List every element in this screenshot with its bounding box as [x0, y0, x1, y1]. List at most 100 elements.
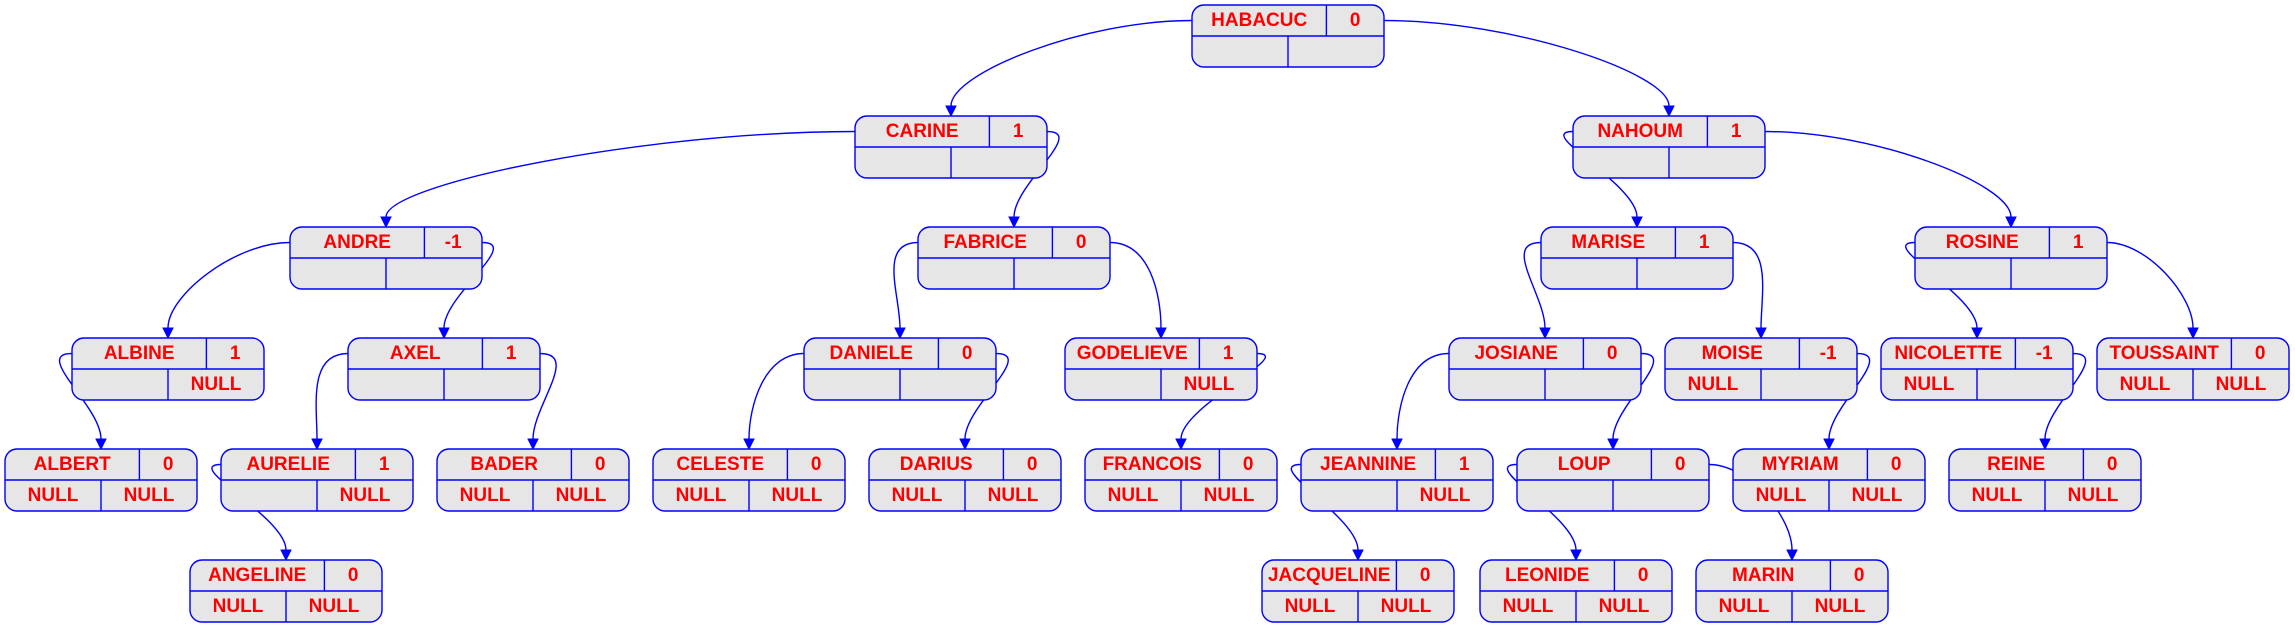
node-balance: 0 [1854, 565, 1865, 586]
node-name: NAHOUM [1597, 121, 1683, 142]
node-right-pointer: NULL [340, 485, 391, 506]
edge-carine-andre [385, 130, 856, 218]
node-balance: 0 [2107, 454, 2118, 475]
tree-node-andre: ANDRE -1 [289, 226, 483, 290]
arrowhead-icon [1607, 438, 1619, 451]
node-balance: 1 [1699, 232, 1710, 253]
node-balance: -1 [2036, 343, 2053, 364]
edge-axel-bader [532, 352, 557, 440]
node-left-pointer: NULL [892, 485, 943, 506]
node-left-pointer: NULL [2120, 374, 2171, 395]
arrowhead-icon [2039, 438, 2051, 451]
arrowhead-icon [1971, 327, 1983, 340]
node-balance: -1 [1820, 343, 1837, 364]
node-name: HABACUC [1211, 10, 1307, 31]
edge-marise-josiane [1523, 241, 1546, 329]
edge-fabrice-daniele [893, 241, 919, 329]
node-right-pointer: NULL [1204, 485, 1255, 506]
node-right-pointer: NULL [2216, 374, 2267, 395]
node-left-pointer: NULL [28, 485, 79, 506]
edge-moise-myriam [1828, 352, 1871, 440]
tree-node-rosine: ROSINE 1 [1914, 226, 2108, 290]
arrowhead-icon [1539, 327, 1551, 340]
arrowhead-icon [1631, 216, 1643, 229]
node-right-pointer: NULL [191, 374, 242, 395]
node-balance: 0 [811, 454, 822, 475]
node-name: LEONIDE [1505, 565, 1589, 586]
arrowhead-icon [95, 438, 107, 451]
edge-habacuc-carine [950, 19, 1193, 107]
edge-nahoum-rosine [1764, 130, 2012, 218]
node-balance: 0 [1350, 10, 1361, 31]
arrowhead-icon [1786, 549, 1798, 562]
node-left-pointer: NULL [1756, 485, 1807, 506]
node-balance: 1 [506, 343, 517, 364]
node-name: FRANCOIS [1103, 454, 1202, 475]
node-balance: 1 [1013, 121, 1024, 142]
node-name: CELESTE [676, 454, 764, 475]
arrowhead-icon [380, 216, 392, 229]
node-name: ROSINE [1946, 232, 2019, 253]
node-balance: 0 [348, 565, 359, 586]
arrowhead-icon [743, 438, 755, 451]
node-name: FABRICE [943, 232, 1026, 253]
node-balance: 0 [1027, 454, 1038, 475]
node-name: CARINE [886, 121, 959, 142]
node-right-pointer: NULL [1420, 485, 1471, 506]
arrowhead-icon [1755, 327, 1767, 340]
node-name: LOUP [1558, 454, 1611, 475]
arrowhead-icon [959, 438, 971, 451]
edge-marise-moise [1732, 241, 1764, 329]
node-left-pointer: NULL [1503, 596, 1554, 617]
node-balance: 1 [2073, 232, 2084, 253]
node-right-pointer: NULL [309, 596, 360, 617]
node-name: JEANNINE [1320, 454, 1416, 475]
node-balance: 1 [1223, 343, 1234, 364]
arrowhead-icon [1823, 438, 1835, 451]
node-balance: 0 [595, 454, 606, 475]
node-name: ALBERT [34, 454, 111, 475]
node-balance: -1 [445, 232, 462, 253]
edge-daniele-celeste [748, 352, 805, 440]
node-name: MARISE [1571, 232, 1645, 253]
arrowhead-icon [1391, 438, 1403, 451]
node-right-pointer: NULL [988, 485, 1039, 506]
node-right-pointer: NULL [556, 485, 607, 506]
node-left-pointer: NULL [213, 596, 264, 617]
node-balance: 0 [163, 454, 174, 475]
node-balance: 0 [1638, 565, 1649, 586]
node-name: JOSIANE [1474, 343, 1557, 364]
node-right-pointer: NULL [1381, 596, 1432, 617]
node-name: MYRIAM [1762, 454, 1839, 475]
node-right-pointer: NULL [1815, 596, 1866, 617]
arrowhead-icon [527, 438, 539, 451]
node-balance: 0 [962, 343, 973, 364]
node-balance: 0 [1675, 454, 1686, 475]
node-name: REINE [1987, 454, 2045, 475]
node-name: GODELIEVE [1077, 343, 1188, 364]
node-balance: 1 [1459, 454, 1470, 475]
node-right-pointer: NULL [772, 485, 823, 506]
arrowhead-icon [311, 438, 323, 451]
node-balance: 0 [1243, 454, 1254, 475]
edge-habacuc-nahoum [1383, 19, 1670, 107]
arrowhead-icon [1155, 327, 1167, 340]
node-name: ANDRE [323, 232, 391, 253]
